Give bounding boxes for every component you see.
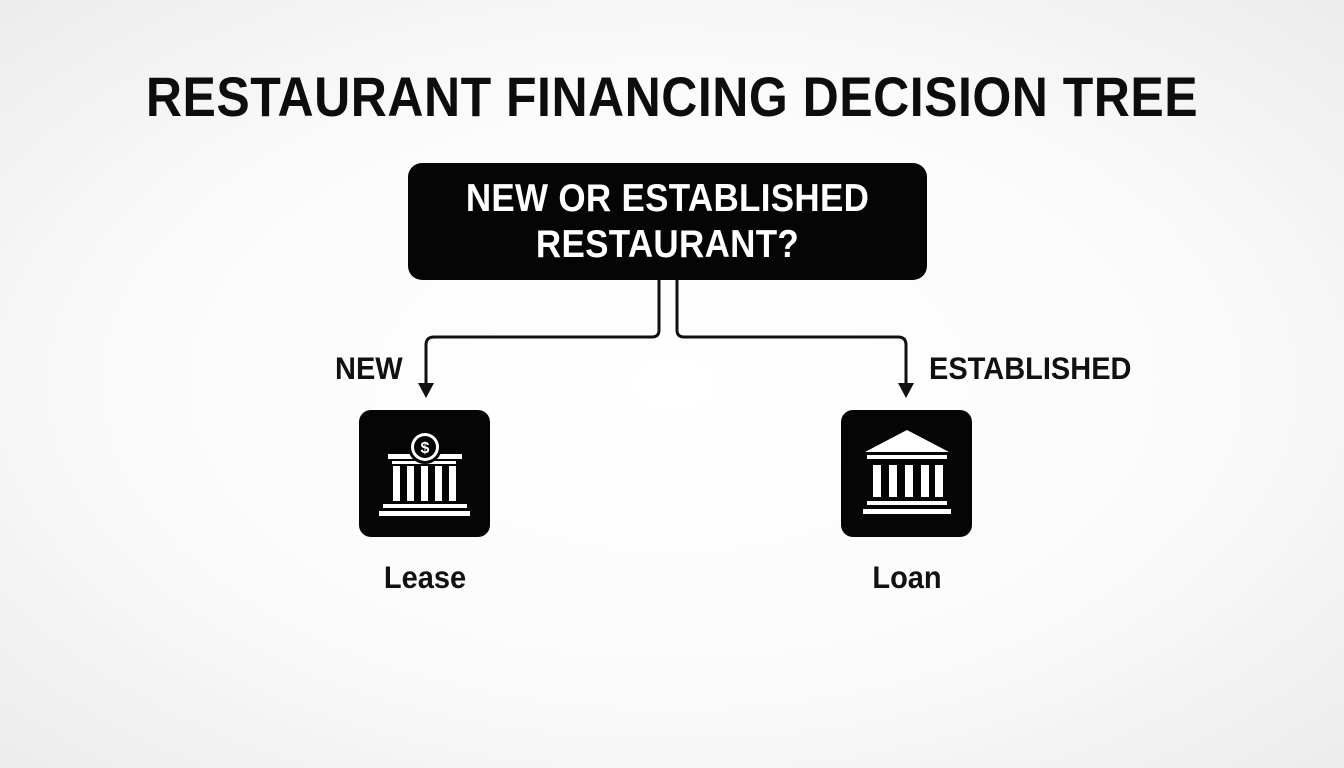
question-line-2: RESTAURANT? [535,222,800,266]
lease-tile: $ [359,410,490,537]
bank-icon [863,430,951,514]
arrowhead-new [418,383,434,398]
result-label-lease: Lease [383,560,467,596]
branch-label-new: NEW [335,351,403,387]
question-node: NEW OR ESTABLISHED RESTAURANT? [408,163,927,280]
connector-new [424,280,661,385]
arrowhead-established [898,383,914,398]
connector-established [675,280,908,385]
question-line-1: NEW OR ESTABLISHED [465,176,870,220]
result-label-loan: Loan [872,560,942,596]
loan-tile [841,410,972,537]
bank-dollar-icon: $ [379,430,470,516]
diagram-title: RESTAURANT FINANCING DECISION TREE [145,65,1199,129]
branch-label-established: ESTABLISHED [929,351,1132,387]
svg-text:$: $ [421,440,430,457]
